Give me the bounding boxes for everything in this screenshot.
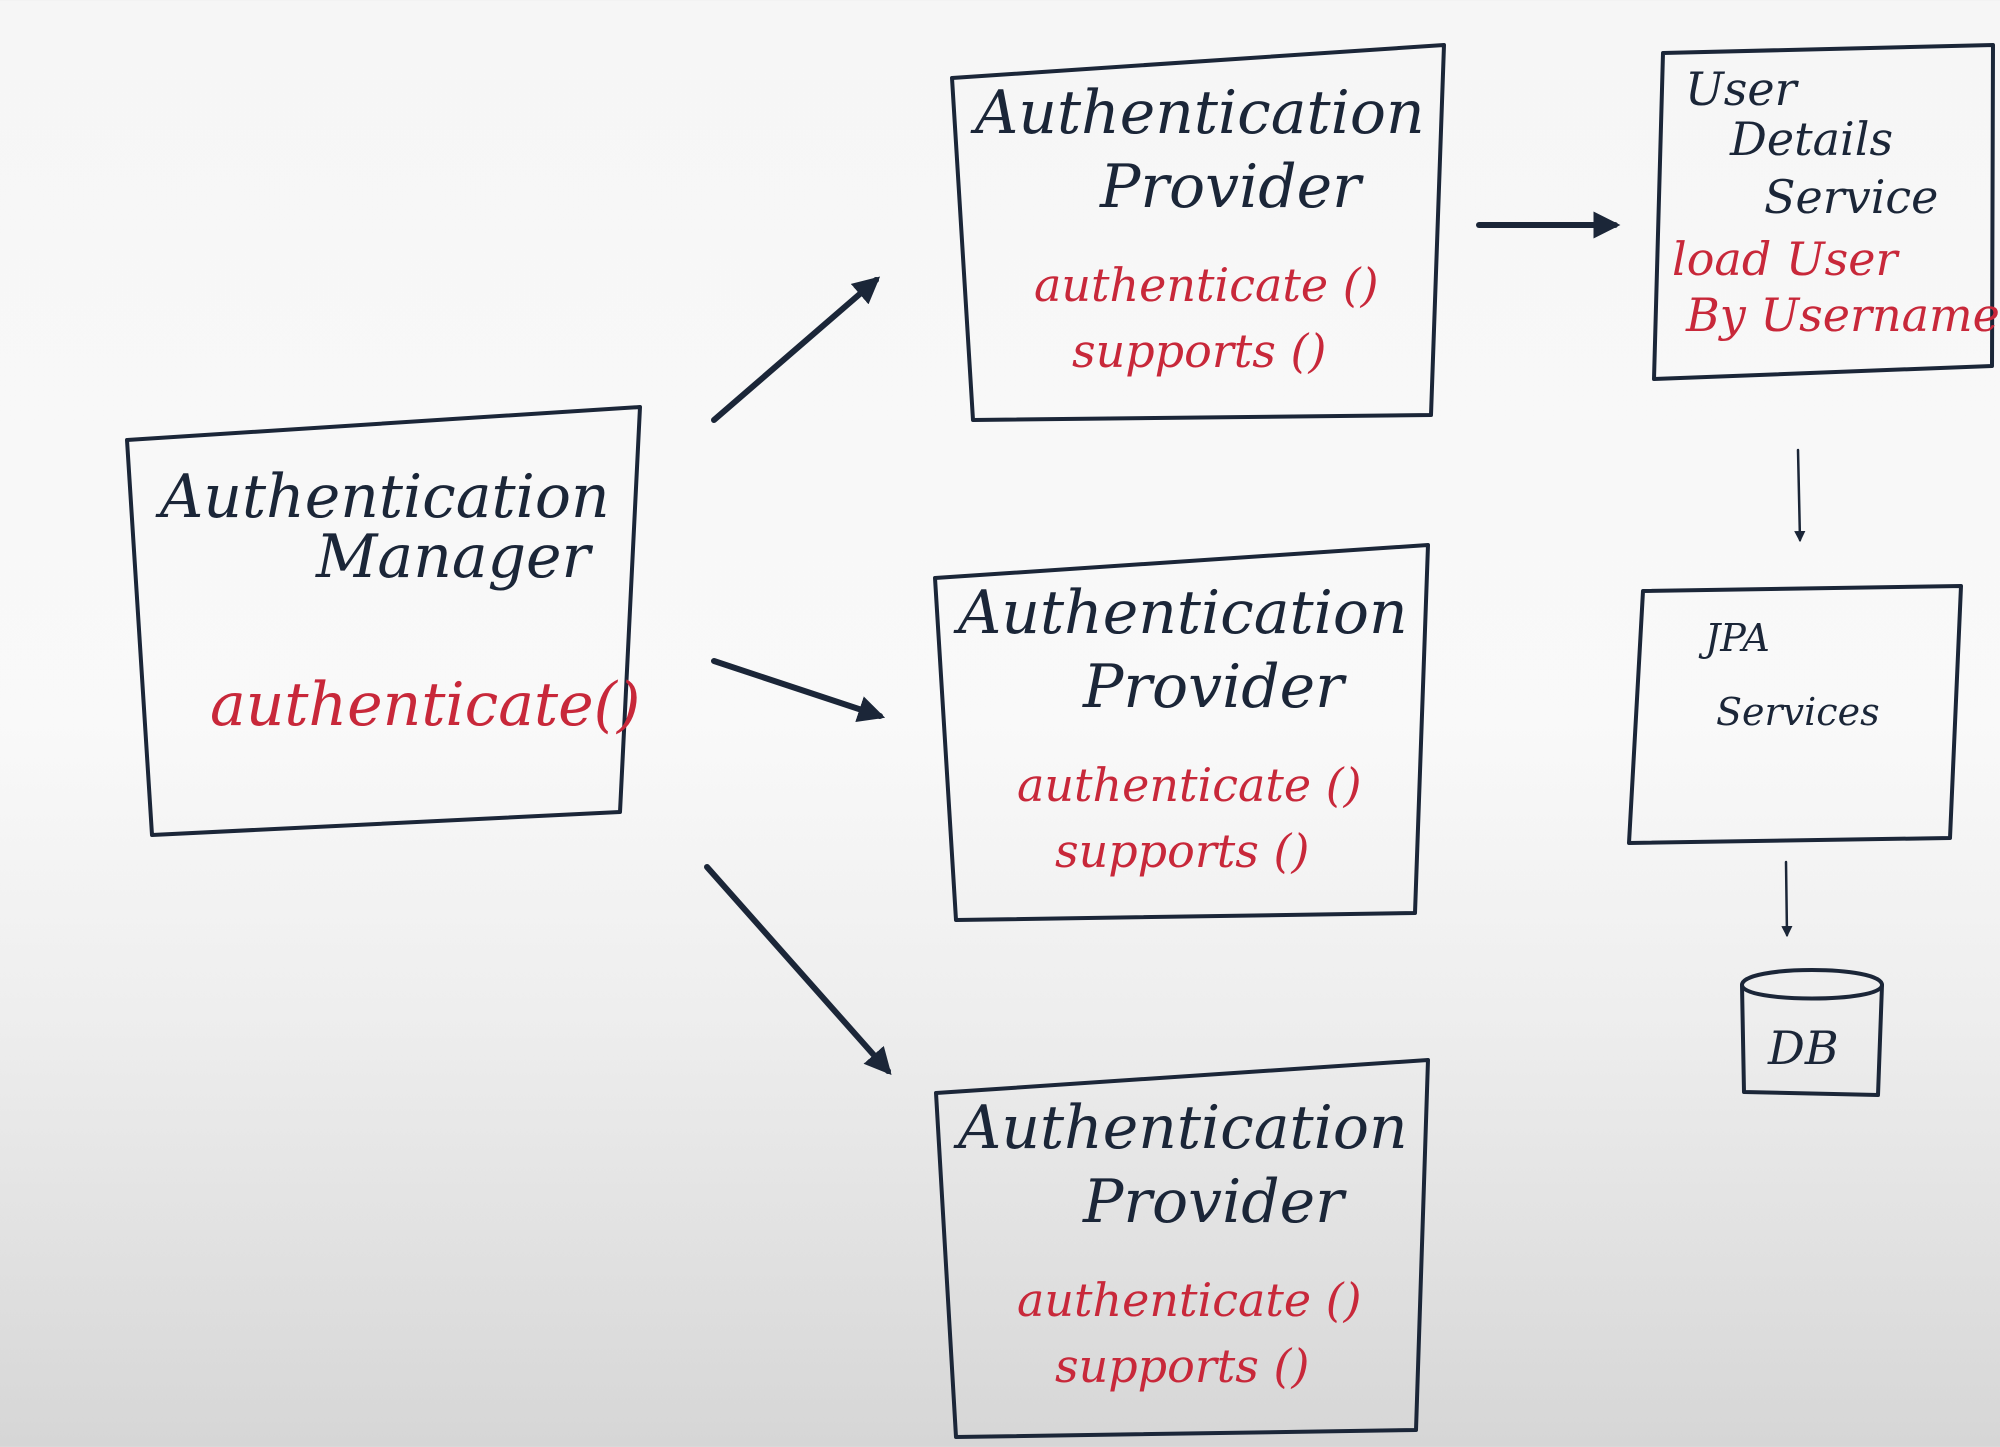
user-details-service-line3: Service: [1764, 170, 1939, 224]
manager-title-line1: Authentication: [160, 462, 610, 532]
arrow-user-details-to-jpa: [1794, 448, 1806, 543]
user-details-method-line1: load User: [1672, 232, 1898, 286]
arrow-manager-to-provider-3: [704, 864, 892, 1076]
provider-box-1: [950, 43, 1446, 422]
provider-3-title-line2: Provider: [1083, 1167, 1344, 1237]
db-label: DB: [1768, 1021, 1839, 1075]
arrow-manager-to-provider-1: [711, 276, 881, 423]
provider-1-title-line1: Authentication: [975, 78, 1425, 148]
provider-2-method-authenticate: authenticate (): [1017, 758, 1362, 812]
provider-box-2: [933, 543, 1430, 922]
jpa-services-box: [1627, 584, 1963, 845]
provider-2-title-line1: Authentication: [958, 578, 1408, 648]
manager-title-line2: Manager: [316, 522, 591, 592]
user-details-method-line2: By Username(): [1686, 288, 2000, 342]
db-cylinder: [1740, 968, 1884, 1097]
provider-3-method-authenticate: authenticate (): [1017, 1273, 1362, 1327]
provider-1-method-supports: supports (): [1072, 324, 1327, 378]
jpa-services-line2: Services: [1716, 690, 1880, 734]
provider-1-title-line2: Provider: [1100, 152, 1361, 222]
provider-3-title-line1: Authentication: [958, 1093, 1408, 1163]
manager-method: authenticate(): [210, 670, 641, 740]
provider-2-title-line2: Provider: [1083, 652, 1344, 722]
arrow-manager-to-provider-2: [711, 658, 886, 723]
manager-box: [125, 405, 642, 837]
user-details-service-line2: Details: [1730, 112, 1894, 166]
provider-box-3: [934, 1058, 1430, 1439]
user-details-service-box: [1652, 43, 1995, 381]
provider-3-method-supports: supports (): [1055, 1339, 1310, 1393]
user-details-service-line1: User: [1685, 62, 1797, 116]
arrow-jpa-to-db: [1781, 860, 1793, 938]
provider-2-method-supports: supports (): [1055, 824, 1310, 878]
jpa-services-line1: JPA: [1705, 616, 1770, 660]
provider-1-method-authenticate: authenticate (): [1034, 258, 1379, 312]
